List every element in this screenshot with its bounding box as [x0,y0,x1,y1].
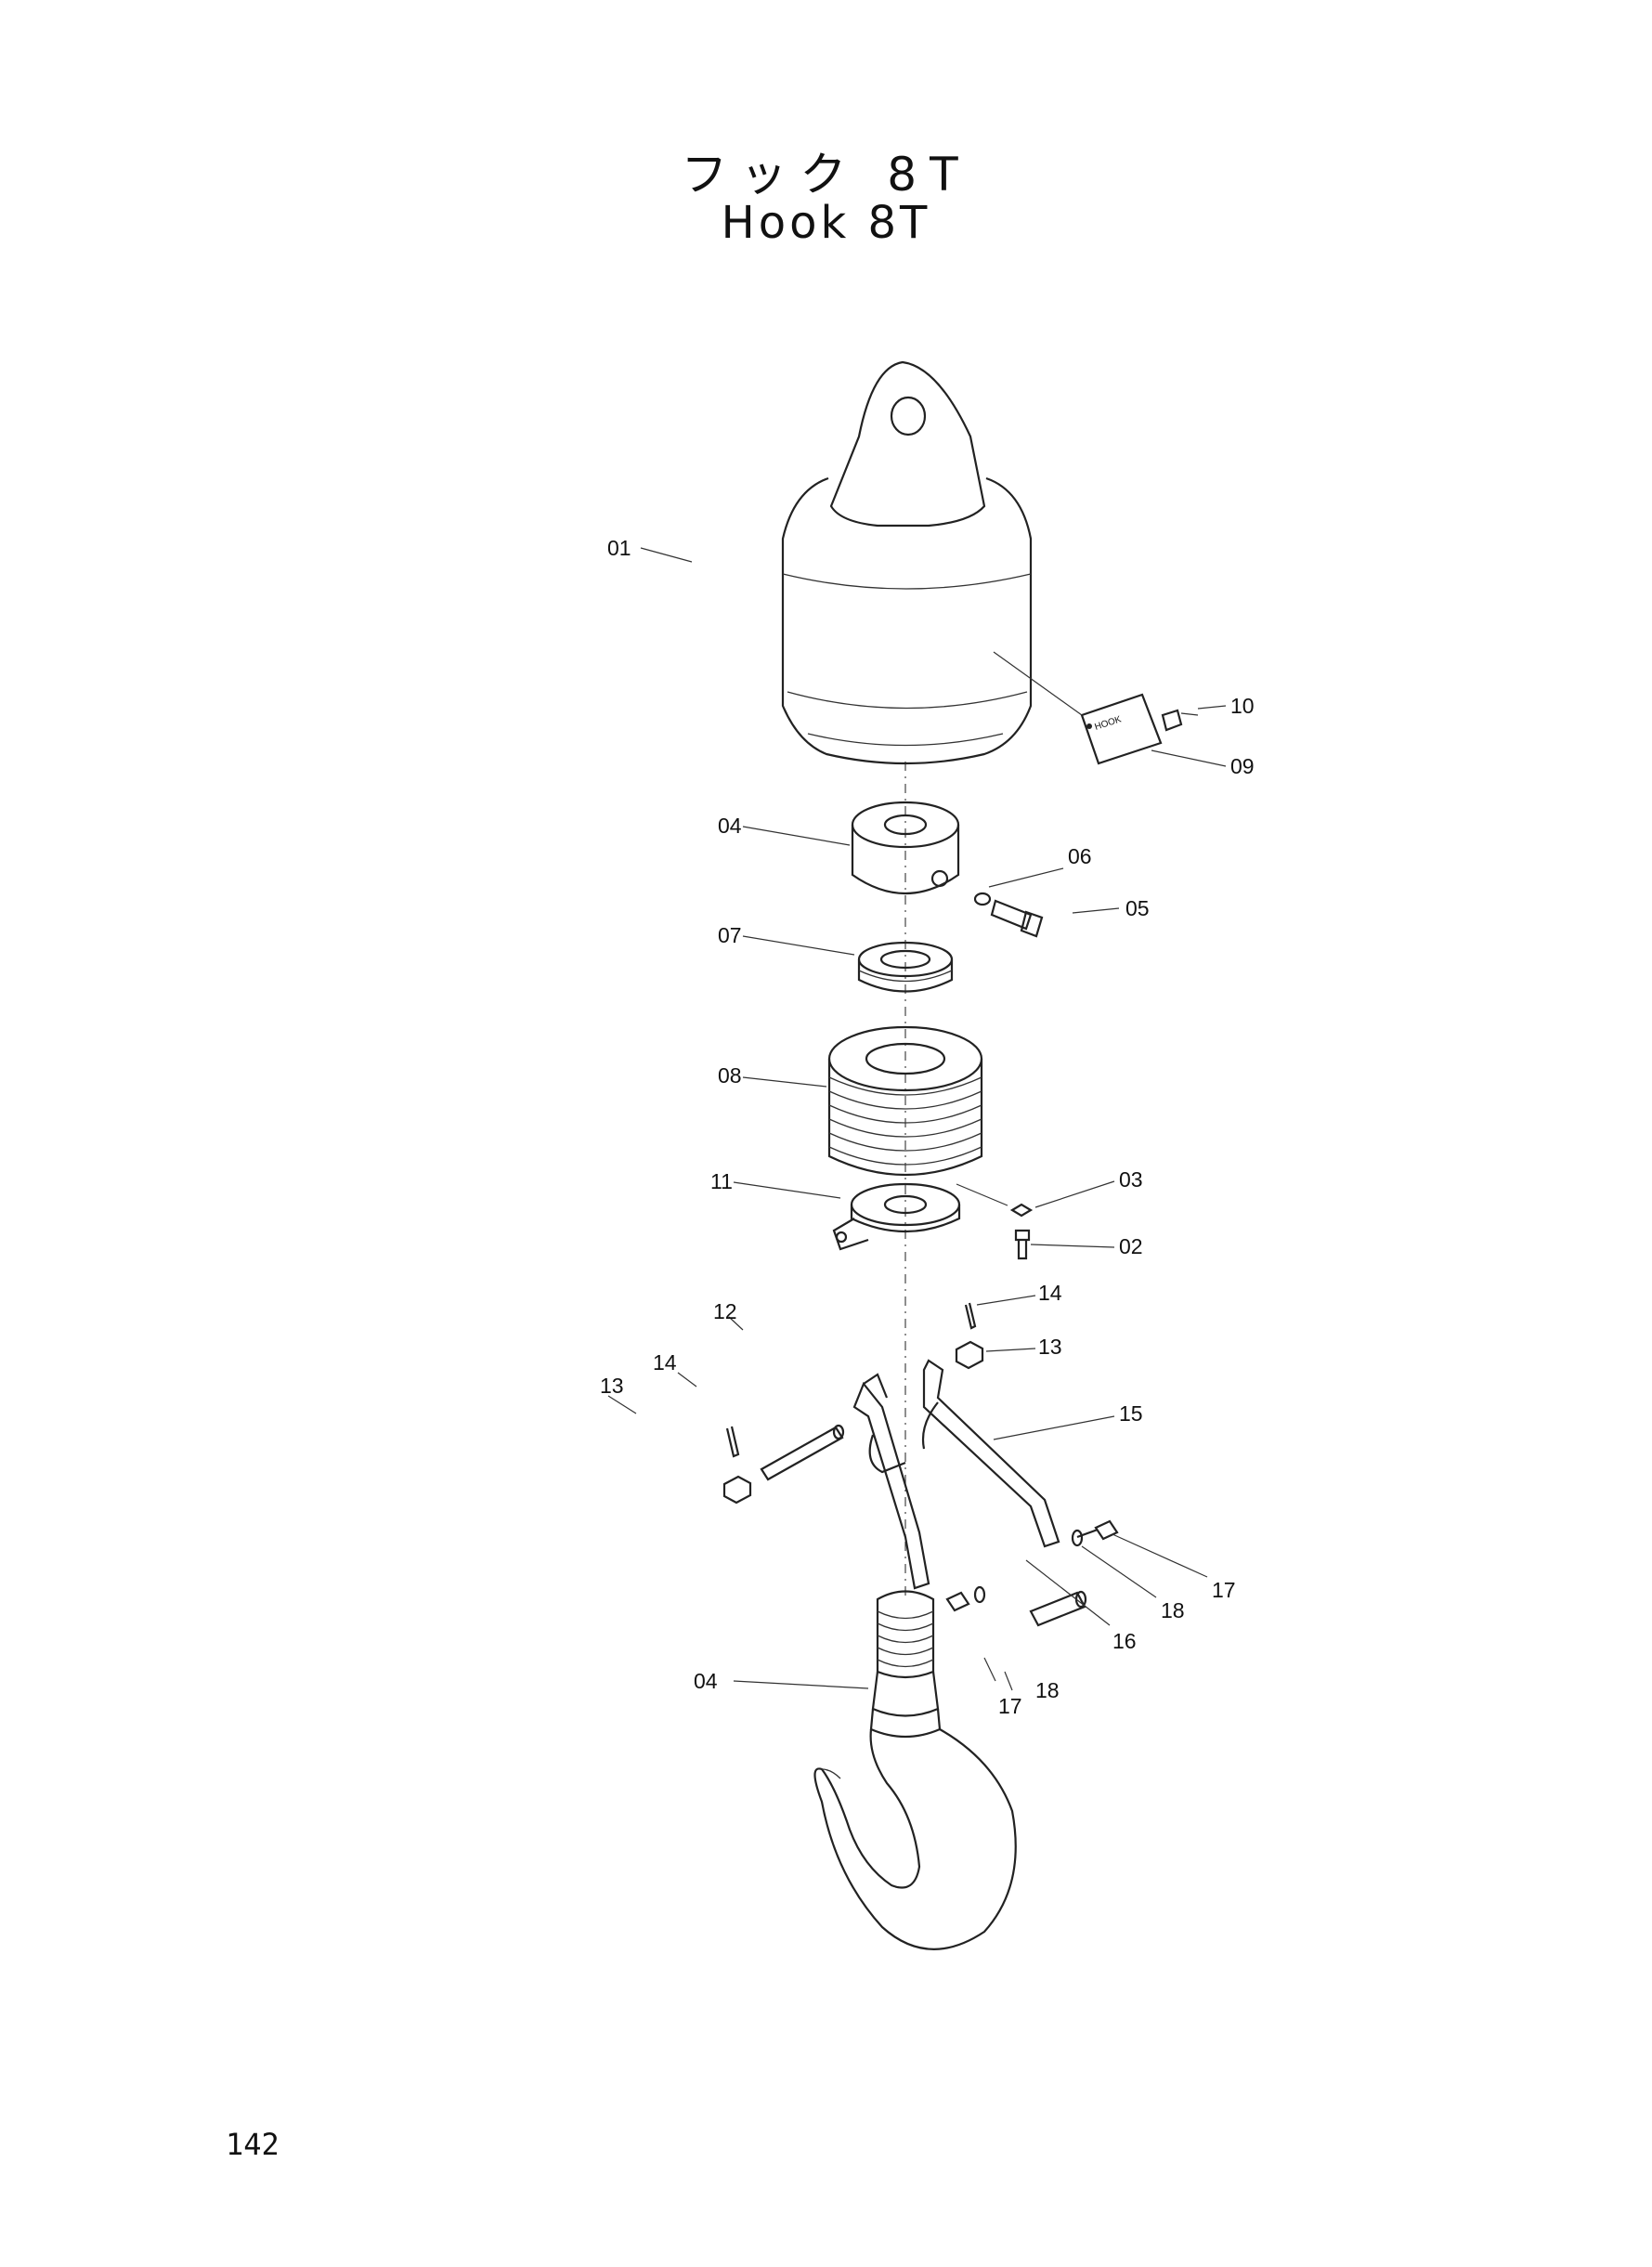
callout-16: 16 [1112,1629,1137,1653]
callout-11: 11 [710,1169,733,1193]
cotter-pin-right-icon [964,1302,977,1330]
guard-pin-icon [1029,1590,1087,1627]
callout-09: 09 [1230,754,1255,778]
callout-13-left: 13 [600,1374,624,1398]
name-plate: HOOK [1080,693,1163,765]
cotter-pin-icon [725,1426,740,1458]
pin-icon [760,1424,845,1481]
callout-18-left: 18 [1035,1678,1060,1702]
page-number: 142 [226,2127,280,2162]
callout-05: 05 [1125,896,1150,920]
hook-block-body [781,360,1033,765]
bolt-right-icon [1076,1519,1119,1541]
callout-07: 07 [718,923,742,947]
small-washer-icon [1009,1203,1034,1218]
callout-06: 06 [1068,844,1092,868]
castle-nut-icon [722,1475,752,1505]
hook-guard-frame [852,1359,1060,1590]
sheave-pulley [827,1025,983,1177]
callout-04-nut: 04 [718,814,742,838]
washer-icon [973,892,992,906]
callout-14-left: 14 [653,1350,677,1375]
bolt-left-icon [945,1591,970,1612]
callout-labels: 01 04 06 05 07 08 11 03 02 10 09 14 13 1… [600,536,1255,1718]
callout-08: 08 [718,1063,742,1088]
callout-03: 03 [1119,1167,1143,1192]
callout-18-right: 18 [1161,1598,1185,1622]
title-english: Hook 8T [721,197,931,249]
svg-text:HOOK: HOOK [1094,714,1124,733]
callout-15: 15 [1119,1401,1143,1426]
callout-17-right: 17 [1212,1578,1236,1602]
callout-02: 02 [1119,1234,1143,1258]
bolt-icon [990,899,1044,938]
callout-10: 10 [1230,694,1255,718]
bearing-plate [832,1182,961,1251]
washer-left-icon [973,1585,986,1604]
callout-14-right: 14 [1038,1281,1062,1305]
title-japanese: フック 8T [681,148,971,202]
thrust-bearing [857,941,954,993]
leader-lines [607,547,1227,1691]
screw-icon [1161,709,1199,732]
callout-13-right: 13 [1038,1335,1062,1359]
callout-01: 01 [607,536,631,560]
washer-right-icon [1071,1529,1084,1547]
castle-nut-right-icon [955,1340,984,1370]
callout-17-left: 17 [998,1694,1022,1718]
callout-12: 12 [713,1299,737,1323]
small-bolt-icon [1014,1229,1031,1260]
callout-04-hook: 04 [694,1669,718,1693]
lifting-hook [813,1590,1017,1950]
swivel-nut [851,801,960,895]
